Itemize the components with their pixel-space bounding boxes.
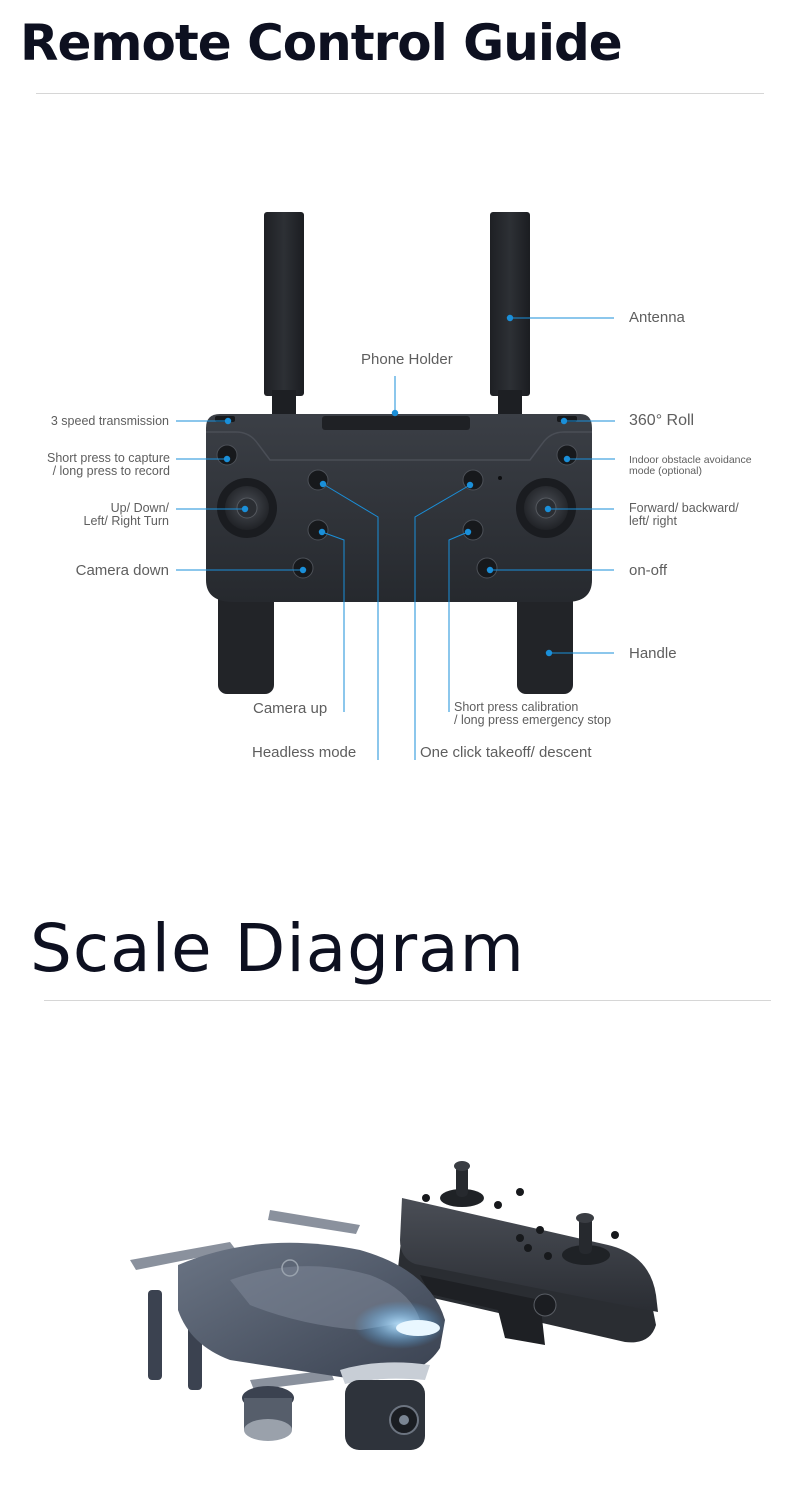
label-camera-down: Camera down <box>75 562 169 579</box>
label-obstacle-line2: mode (optional) <box>629 465 702 477</box>
leader-lines <box>176 317 615 760</box>
leader-dots <box>223 314 571 657</box>
antenna-right <box>490 212 530 416</box>
label-phone-holder: Phone Holder <box>361 351 453 368</box>
folded-controller <box>398 1161 658 1345</box>
label-calibration-line1: Short press calibration <box>454 700 579 714</box>
label-takeoff-descent: One click takeoff/ descent <box>420 744 592 761</box>
controller-body <box>206 414 592 602</box>
label-calibration: Short press calibration / long press eme… <box>454 701 611 727</box>
drone-and-controller-image <box>130 1161 658 1450</box>
scale-diagram-title: Scale Diagram <box>30 910 525 987</box>
antenna-left <box>264 212 304 416</box>
scale-divider <box>44 1000 771 1001</box>
label-calibration-line2: / long press emergency stop <box>454 713 612 727</box>
label-capture-line2: / long press to record <box>52 464 170 478</box>
label-on-off: on-off <box>629 562 668 579</box>
remote-control-guide-title: Remote Control Guide <box>20 14 623 72</box>
label-speed-transmission: 3 speed transmission <box>50 414 169 428</box>
capture-button <box>216 444 238 466</box>
label-forward-line1: Forward/ backward/ <box>629 501 739 515</box>
drone-camera <box>345 1380 425 1450</box>
label-up-down-line2: Left/ Right Turn <box>83 514 169 528</box>
folded-drone <box>130 1210 446 1450</box>
controller-right-stick <box>562 1213 610 1265</box>
label-forward-backward: Forward/ backward/ left/ right <box>629 502 739 528</box>
power-button <box>476 557 498 579</box>
headless-button <box>307 469 329 491</box>
label-obstacle-avoidance: Indoor obstacle avoidance mode (optional… <box>629 455 752 477</box>
label-capture-line1: Short press to capture <box>47 451 170 465</box>
label-headless-mode: Headless mode <box>252 744 357 761</box>
label-up-down: Up/ Down/ Left/ Right Turn <box>84 502 169 528</box>
label-up-down-line1: Up/ Down/ <box>110 501 169 515</box>
controller-left-stick <box>440 1161 484 1207</box>
drone-motor <box>242 1386 294 1441</box>
label-handle: Handle <box>629 645 677 662</box>
label-360-roll: 360° Roll <box>629 412 695 429</box>
obstacle-button <box>556 444 578 466</box>
title-divider <box>36 93 764 94</box>
label-capture: Short press to capture / long press to r… <box>47 452 170 478</box>
camera-up-button <box>307 519 329 541</box>
label-antenna: Antenna <box>629 309 685 326</box>
label-camera-up: Camera up <box>253 700 328 717</box>
remote-controller-diagram <box>176 212 615 760</box>
label-forward-line2: left/ right <box>629 514 677 528</box>
label-obstacle-line1: Indoor obstacle avoidance <box>629 454 752 466</box>
